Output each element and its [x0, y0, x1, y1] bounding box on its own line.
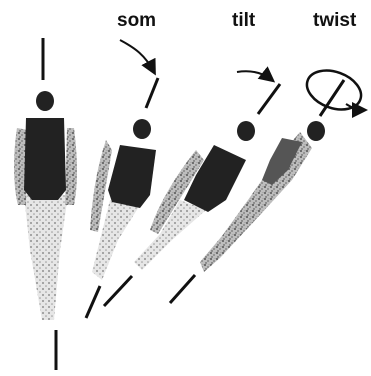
arrow-tilt	[237, 71, 272, 80]
label-somersault: som	[117, 10, 156, 31]
axis-line-bottom	[170, 275, 195, 303]
figure-somersault	[86, 40, 158, 318]
figure-upright	[14, 38, 77, 370]
axis-line-top	[258, 84, 280, 114]
arrow-somersault	[120, 40, 154, 72]
swimsuit	[24, 118, 66, 200]
axis-line-left	[104, 276, 132, 306]
head	[307, 121, 325, 141]
head	[133, 119, 151, 139]
head	[237, 121, 255, 141]
legs	[24, 195, 68, 320]
label-tilt: tilt	[232, 10, 256, 31]
axis-line-bottom	[86, 286, 100, 318]
label-twist: twist	[313, 10, 357, 31]
axis-line-top	[146, 78, 158, 108]
head	[36, 91, 54, 111]
swimsuit	[108, 145, 156, 208]
